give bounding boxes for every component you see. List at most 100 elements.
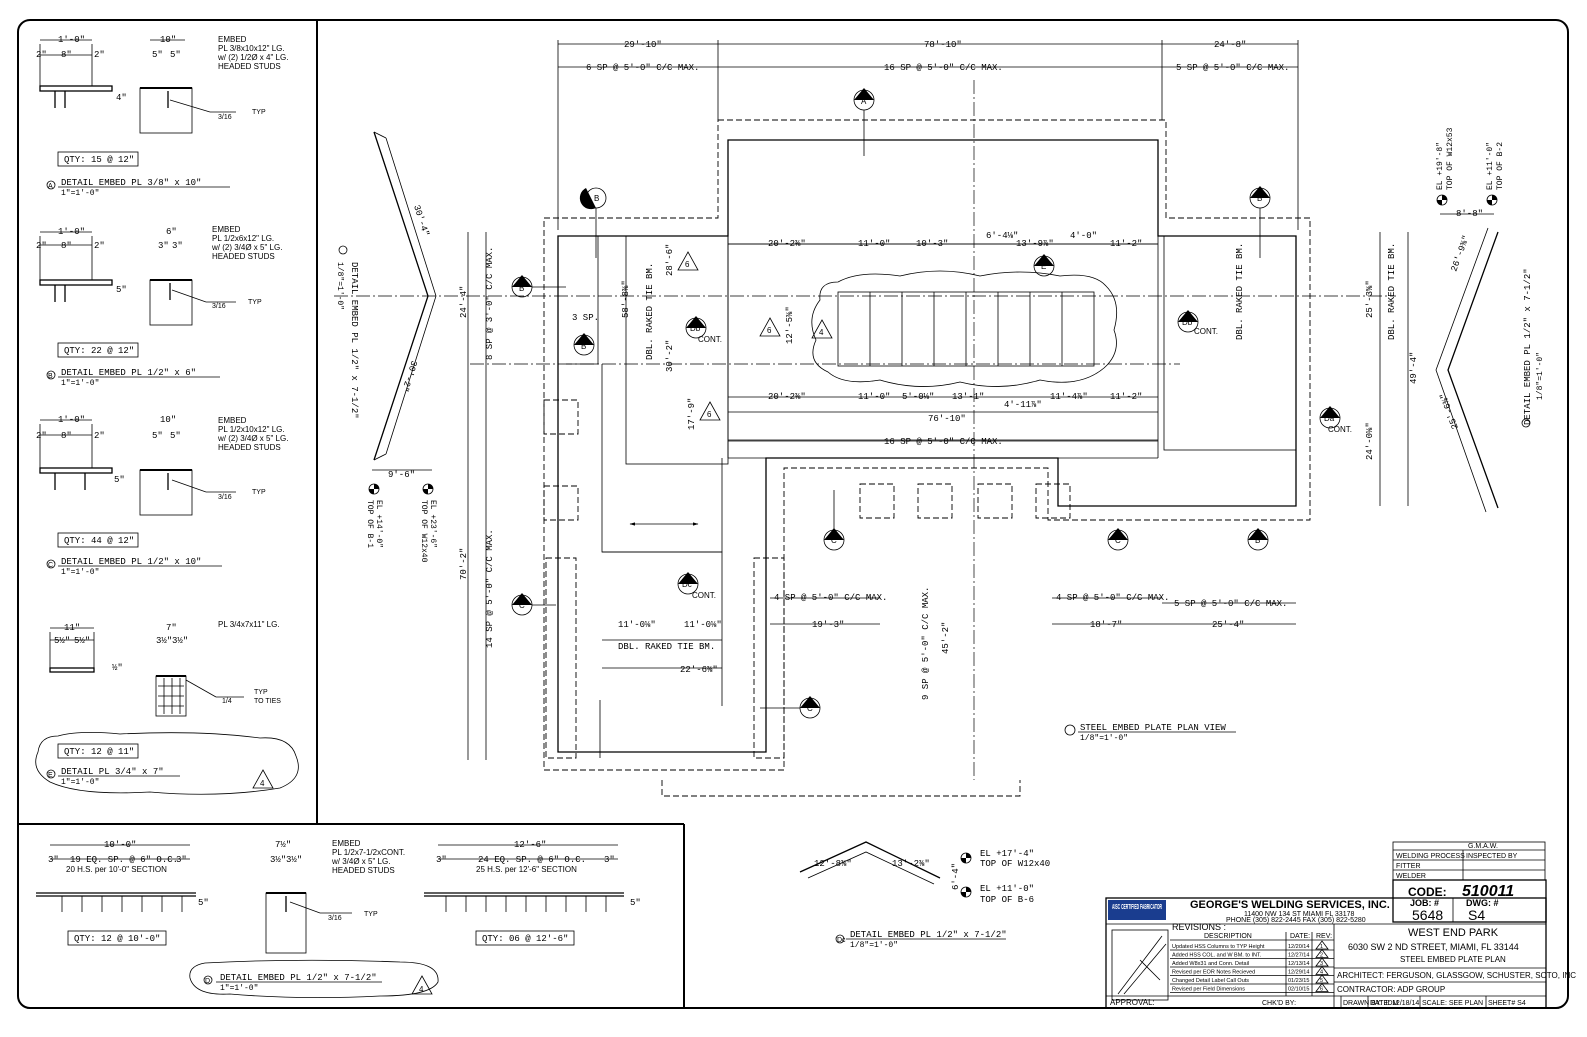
svg-text:6: 6 [767,326,772,335]
detail-b-dim: 2" [36,241,47,251]
svg-text:B: B [1257,194,1262,203]
weld-symbol-size: 1/4 [222,698,232,705]
revision-date: 01/23/15 [1288,978,1309,984]
plan-right-dim: DBL. RAKED TIE BM. [1235,243,1245,340]
detail-d-note: EMBED [332,839,361,848]
side-right-dim: 8'-8" [1456,209,1483,219]
revision-row: Revised per EOR Notes Recieved 12/29/14 4 [1170,965,1334,976]
svg-text:6: 6 [707,410,712,419]
svg-text:C: C [807,704,813,713]
welder-label: WELDER [1396,873,1426,880]
detail-b-qty: QTY: 22 @ 12" [64,346,134,356]
svg-text:Dc: Dc [682,580,692,589]
plan-lower-dim: 19'-3" [812,620,844,630]
svg-text:CONT.: CONT. [692,591,716,600]
revision-description: Revised per Field Dimensions [1172,987,1245,993]
drawing-date: DATE: 12/18/14 [1370,1000,1419,1007]
side-right-elevation: EL +11'-0" [1486,142,1495,190]
revision-number: 4 [260,779,265,788]
detail-b-title: DETAIL EMBED PL 1/2" x 6" [61,368,196,378]
detail-e-mark: E [48,772,53,779]
revision-number: 3 [1320,961,1323,967]
plan-dim-lower: 5'-0⅛" [902,392,934,402]
bottom-detail-mark: Dc [837,937,846,944]
checked-by-label: CHK'D BY: [1262,1000,1296,1007]
side-right-elevation: EL +19'-8" [1436,142,1445,190]
rev-col-header: DESCRIPTION [1204,933,1252,940]
detail-a-dim: 5" [152,50,163,60]
detail-d-dim: 10'-0" [104,840,136,850]
section-mark-c2: C [1107,528,1129,551]
plan-top-spacing: 16 SP @ 5'-0" C/C MAX. [884,63,1003,73]
aisc-certified-badge [1108,900,1166,920]
detail-d-mark: D [205,978,210,985]
side-right-elevation: TOP OF W12x53 [1446,127,1455,190]
job-number: 5648 [1412,907,1443,923]
section-mark-b5: B [1247,528,1269,551]
svg-text:E: E [1041,262,1046,271]
revision-description: Revised per EOR Notes Recieved [1172,970,1255,976]
detail-d-scale: 1"=1'-0" [220,984,258,993]
detail-d-note: 25 H.S. per 12'-6" SECTION [476,865,577,874]
detail-d-dim: 24 EQ. SP. @ 6" O.C. [478,855,586,865]
code-value: 510011 [1462,883,1514,900]
bottom-detail-title: DETAIL EMBED PL 1/2" x 7-1/2" [850,930,1007,940]
fitter-label: FITTER [1396,863,1421,870]
weld-symbol-typ: TYP [252,109,266,116]
detail-d-note: PL 1/2x7-1/2xCONT. [332,848,405,857]
plan-dim-upper: 4'-0" [1070,231,1097,241]
detail-c-dim: 2" [36,431,47,441]
detail-d-note: w/ 3/4Ø x 5" LG. [331,857,390,866]
detail-d-note: HEADED STUDS [332,866,395,875]
detail-d-dim: 5" [198,898,209,908]
revision-triangle [252,769,274,789]
side-right-elevation: TOP OF B-2 [1496,142,1505,190]
detail-b-dim: 3" [172,241,183,251]
sheet-title: STEEL EMBED PLATE PLAN [1400,955,1506,964]
detail-b-dim: 5" [116,285,127,295]
detail-e-dim: 3½" [172,636,188,646]
detail-a-dim: 5" [170,50,181,60]
side-right-dim: 26'-9⅜" [1449,234,1471,273]
side-detail-left: 30'-4" 30'-2" 9'-6" DETAIL EMBED PL 1/2"… [335,131,437,563]
plan-right-dim: DBL. RAKED TIE BM. [1387,243,1397,340]
project-address: 6030 SW 2 ND STREET, MIAMI, FL 33144 [1348,942,1519,952]
svg-text:CONT.: CONT. [1194,327,1218,336]
plan-dim-upper: 11'-2" [1110,239,1142,249]
plan-lower-dim: 9 SP @ 5'-0" C/C MAX. [921,587,931,700]
detail-e-qty: QTY: 12 @ 11" [64,747,134,757]
plan-top-dim: 24'-8" [1214,40,1246,50]
detail-c-note: w/ (2) 3/4Ø x 5" LG. [217,434,288,443]
revision-cloud [811,270,1118,387]
side-right-scale: 1/8"=1'-0" [1536,352,1545,400]
side-left-elevation: TOP OF W12x40 [419,500,428,563]
plan-dim-upper: 13'-9⅞" [1016,239,1054,249]
plan-top-dim: 29'-10" [624,40,662,50]
detail-e-dim: 5½" [54,636,70,646]
contractor: CONTRACTOR: ADP GROUP [1337,985,1445,994]
plan-dim-upper: 10'-3" [916,239,948,249]
revisions-label: REVISIONS : [1172,922,1226,932]
bottom-detail-elevation: EL +17'-4" [980,849,1034,859]
detail-b-note: HEADED STUDS [212,252,275,261]
rev-col-header: REV: [1316,933,1332,940]
svg-text:B: B [594,194,599,203]
plan-left-inner: 30'-2" [665,340,675,372]
revision-date: 12/29/14 [1288,970,1309,976]
detail-a-note: PL 3/8x10x12" LG. [218,44,285,53]
detail-b: 1'-0" 2" 8" 2" 6" 3" 3" 5" EMBED PL 1/2x… [36,225,282,388]
detail-e-dim: 11" [64,623,80,633]
revision-number: 1 [1320,944,1323,950]
weld-symbol-size: 3/16 [218,114,232,121]
plan-lower-left: 11'-0⅛" [684,620,722,630]
detail-c-title: DETAIL EMBED PL 1/2" x 10" [61,557,201,567]
revision-number: 4 [1320,970,1323,976]
weld-symbol-typ: TYP [364,911,378,918]
plan-right-dim: 25'-3⅝" [1365,280,1375,318]
detail-a-dim-overall: 1'-0" [58,35,85,45]
svg-text:Db: Db [690,324,701,333]
svg-text:B: B [1255,536,1260,545]
